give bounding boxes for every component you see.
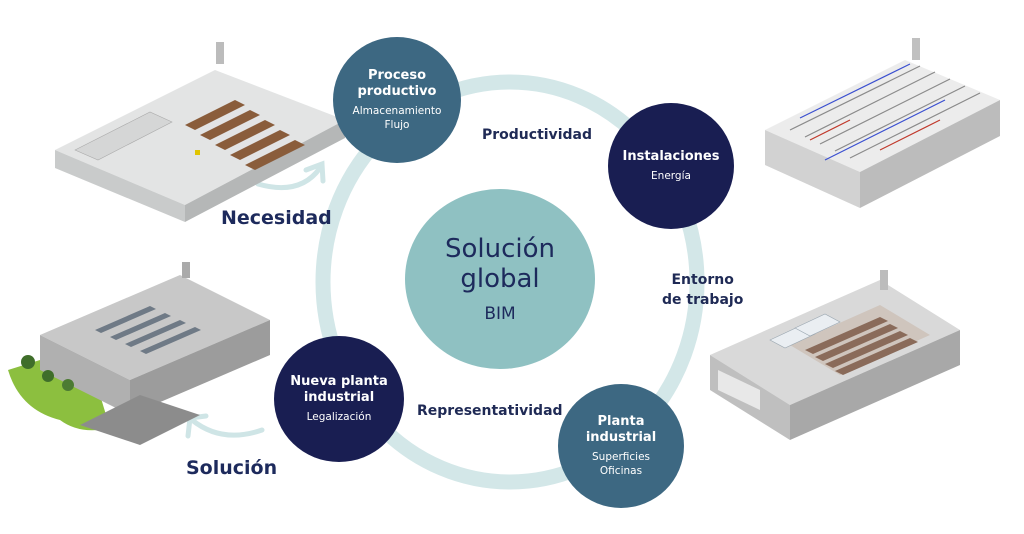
warehouse-layout-illustration [55,42,345,222]
instalaciones-subtitle: Energía [651,170,691,182]
edge-label-representatividad: Representatividad [417,403,563,419]
edge-label-entorno: Entorno de trabajo [662,272,744,308]
necesidad-arrow-icon [255,160,326,191]
instalaciones-node: Instalaciones Energía [608,103,734,229]
proceso-productivo-title: Proceso productivo [357,68,437,99]
cycle-ring [315,74,705,490]
installations-model-illustration [765,38,1000,208]
proceso-productivo-node: Proceso productivo Almacenamiento Flujo [333,37,461,163]
planta-industrial-title: Planta industrial [585,414,657,445]
industrial-plant-illustration [710,270,960,440]
nueva-planta-industrial-title: Nueva planta industrial [290,374,388,405]
edge-label-productividad: Productividad [482,127,592,143]
center-subtitle: BIM [484,304,516,324]
center-title: Solución global [444,234,556,294]
solucion-label: Solución [186,457,278,479]
solucion-arrow-icon [185,413,265,439]
proceso-productivo-subtitle: Almacenamiento Flujo [352,105,442,131]
instalaciones-title: Instalaciones [622,149,720,164]
necesidad-label: Necesidad [221,207,332,229]
nueva-planta-industrial-subtitle: Legalización [306,411,372,423]
planta-industrial-node: Planta industrial Superficies Oficinas [558,384,684,508]
planta-industrial-subtitle: Superficies Oficinas [592,451,650,477]
nueva-planta-industrial-node: Nueva planta industrial Legalización [274,336,404,462]
new-plant-exterior-illustration [8,262,270,445]
solucion-global-center: Solución global BIM [405,189,595,369]
